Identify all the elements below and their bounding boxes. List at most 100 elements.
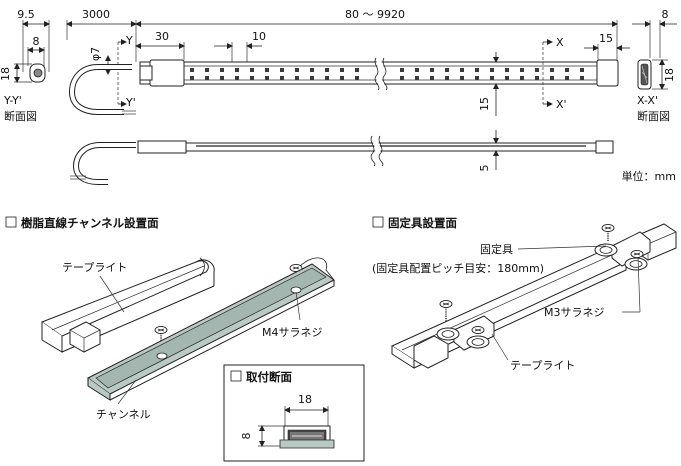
led-chip bbox=[445, 68, 449, 72]
dim-18-left-label: 18 bbox=[0, 67, 12, 81]
section-xx-title: X-X' bbox=[637, 94, 658, 107]
led-chip bbox=[265, 76, 269, 80]
section-xx: 18 X-X' 断面図 bbox=[637, 59, 676, 123]
end-cap-left bbox=[149, 59, 185, 87]
led-chip bbox=[355, 76, 359, 80]
m3-screw-icon-2 bbox=[471, 325, 485, 335]
fixture-screw-label: M3サラネジ bbox=[544, 306, 605, 319]
fixture-heading: 固定具設置面 bbox=[388, 216, 457, 230]
dim-18-right-label: 18 bbox=[663, 68, 676, 82]
yy-cable-core bbox=[33, 68, 43, 78]
dim-15-right-label: 15 bbox=[599, 32, 613, 45]
led-chip bbox=[280, 76, 284, 80]
dim-phi7-label: φ7 bbox=[89, 47, 102, 61]
led-chip bbox=[430, 68, 434, 72]
led-chip bbox=[550, 76, 554, 80]
led-chip bbox=[310, 68, 314, 72]
led-chip bbox=[265, 68, 269, 72]
led-chip bbox=[340, 68, 344, 72]
led-chip bbox=[310, 76, 314, 80]
led-chip bbox=[580, 68, 584, 72]
tape-top-view bbox=[139, 56, 619, 92]
section-xx-subtitle: 断面図 bbox=[637, 109, 670, 123]
led-chip bbox=[250, 68, 254, 72]
section-yy-subtitle: 断面図 bbox=[4, 109, 37, 123]
section-yy-title: Y-Y' bbox=[3, 94, 22, 107]
led-chip bbox=[235, 76, 239, 80]
led-chip bbox=[520, 76, 524, 80]
fixture-heading-box-icon bbox=[372, 216, 384, 228]
fixture-pitch-label: (固定具配置ピッチ目安：180mm) bbox=[372, 261, 544, 275]
end-cap-right bbox=[596, 59, 619, 87]
led-chip bbox=[325, 76, 329, 80]
led-chip bbox=[235, 68, 239, 72]
fixture-install-section: 固定具設置面 bbox=[372, 216, 677, 372]
led-chip bbox=[415, 68, 419, 72]
channel-heading: 樹脂直線チャンネル設置面 bbox=[21, 216, 159, 230]
led-chip bbox=[355, 68, 359, 72]
fixture-tape-label: テープライト bbox=[510, 359, 575, 372]
led-chip bbox=[400, 76, 404, 80]
led-chip bbox=[445, 76, 449, 80]
channel-body bbox=[87, 257, 335, 401]
led-chip bbox=[325, 68, 329, 72]
led-chip bbox=[535, 68, 539, 72]
top-drawing: 9.5 8 18 Y-Y' 断面図 3000 80 ～ 9920 8 bbox=[0, 8, 677, 185]
led-row-top bbox=[190, 68, 584, 80]
mounting-section-inset: 取付断面 18 8 bbox=[223, 364, 365, 462]
led-chip bbox=[340, 76, 344, 80]
led-chip bbox=[220, 68, 224, 72]
led-chip bbox=[220, 76, 224, 80]
dim-10-label: 10 bbox=[252, 30, 266, 43]
cut-label-x: X bbox=[556, 36, 564, 49]
channel-install-section: 樹脂直線チャンネル設置面 テープライト bbox=[5, 216, 365, 462]
led-chip bbox=[490, 68, 494, 72]
channel-tape-label: テープライト bbox=[62, 261, 127, 274]
dim-30-label: 30 bbox=[155, 30, 169, 43]
led-chip bbox=[580, 76, 584, 80]
dim-end-label: 8 bbox=[662, 8, 669, 21]
cut-label-y-prime: Y' bbox=[125, 96, 136, 109]
channel-tape-drawing bbox=[40, 257, 215, 353]
led-chip bbox=[460, 68, 464, 72]
led-chip bbox=[190, 68, 194, 72]
unit-label: 単位：mm bbox=[622, 169, 676, 183]
dim-cable-label: 3000 bbox=[82, 8, 110, 21]
led-chip bbox=[460, 76, 464, 80]
fixture-label: 固定具 bbox=[480, 242, 513, 256]
led-chip bbox=[520, 68, 524, 72]
led-chip bbox=[205, 68, 209, 72]
led-chip bbox=[280, 68, 284, 72]
cut-label-x-prime: X' bbox=[556, 98, 567, 111]
inset-dim-height-label: 8 bbox=[240, 433, 253, 440]
inset-dim-width-label: 18 bbox=[298, 393, 312, 406]
led-chip bbox=[295, 68, 299, 72]
m3-screw-icon-4 bbox=[630, 249, 644, 259]
inset-heading-box-icon bbox=[230, 370, 242, 382]
led-chip bbox=[490, 76, 494, 80]
led-chip bbox=[400, 68, 404, 72]
inset-heading: 取付断面 bbox=[246, 370, 292, 384]
dim-15-vert-label: 15 bbox=[478, 97, 491, 111]
channel-screw-label: M4サラネジ bbox=[262, 326, 323, 339]
channel-heading-box-icon bbox=[5, 216, 17, 228]
led-chip bbox=[475, 68, 479, 72]
cut-label-y: Y bbox=[125, 34, 133, 47]
led-chip bbox=[565, 76, 569, 80]
dim-8-left-label: 8 bbox=[33, 35, 40, 48]
led-chip bbox=[250, 76, 254, 80]
led-chip bbox=[505, 76, 509, 80]
led-chip bbox=[295, 76, 299, 80]
dim-length-label: 80 ～ 9920 bbox=[345, 8, 405, 21]
led-chip bbox=[565, 68, 569, 72]
m3-screw-icon-1 bbox=[439, 299, 453, 322]
led-chip bbox=[430, 76, 434, 80]
section-yy: 9.5 8 18 Y-Y' 断面図 bbox=[0, 8, 50, 123]
led-chip bbox=[475, 76, 479, 80]
led-chip bbox=[190, 76, 194, 80]
led-chip bbox=[535, 76, 539, 80]
led-chip bbox=[550, 68, 554, 72]
tape-side-view: 5 bbox=[70, 130, 614, 185]
led-chip bbox=[505, 68, 509, 72]
